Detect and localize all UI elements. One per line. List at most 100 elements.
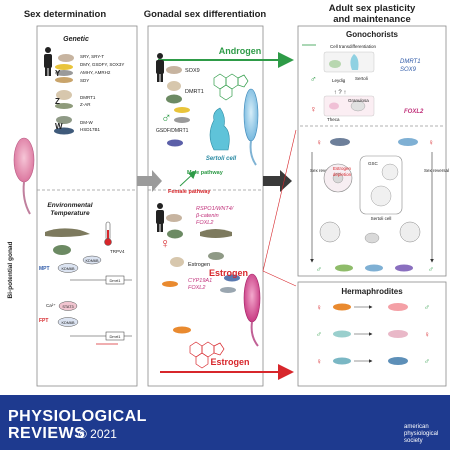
sr-female-symbol-left: ♀	[316, 138, 322, 147]
gono-male-symbol: ♂	[310, 74, 317, 84]
sox9-label: SOX9	[185, 68, 200, 74]
cyp19a1-label: CYP19A1	[188, 278, 212, 284]
testis-section-icon-1	[319, 221, 341, 243]
tuna-icon	[54, 127, 74, 135]
androgen-molecule-icon	[213, 73, 249, 101]
rspo1-line2: β-catenin	[195, 213, 219, 219]
stat3-label: STAT3	[62, 305, 73, 309]
svg-text:♂: ♂	[424, 357, 430, 366]
frog-icon	[56, 116, 72, 124]
estrogen-label: Estrogen	[209, 268, 248, 278]
svg-text:♂: ♂	[316, 330, 322, 339]
female-pathway-label: Female pathway	[168, 189, 211, 195]
clownfish-icon-1	[162, 281, 178, 287]
medaka-fish-icon	[55, 64, 73, 70]
transdiff-arrows: ↑ ? ↑	[334, 90, 347, 96]
frog-icon-female	[208, 252, 224, 260]
society-line3: society	[404, 438, 423, 444]
y-chromosome-label: Y	[55, 69, 61, 78]
estrogen-bottom-label: Estrogen	[210, 357, 249, 367]
y-gene-1: SRY, SRY-T	[80, 54, 104, 59]
sr-fish-3	[335, 264, 353, 272]
dmrt1-gene-box-2	[105, 331, 125, 341]
male-pathway-label: Male pathway	[187, 170, 224, 176]
sox9-right-label: SOX9	[400, 67, 417, 73]
turtle-icon	[53, 245, 71, 255]
env-title-1: Environmental	[47, 202, 92, 209]
estrogen-small-label: Estrogen	[188, 262, 210, 268]
human-icon-middle	[156, 53, 164, 82]
svg-text:♀: ♀	[316, 357, 322, 366]
svg-text:♀: ♀	[316, 303, 322, 312]
header-adult-plasticity-1: Adult sex plasticity	[329, 3, 416, 14]
turtle-icon-female	[167, 229, 183, 239]
estrogen-depletion-2: depletion	[333, 172, 352, 177]
sertoli-cell-right-label: Sertoli cell	[371, 216, 392, 221]
w-gene-2: HSD17B1	[80, 127, 101, 132]
chicken-icon	[56, 90, 72, 100]
genetic-title: Genetic	[63, 36, 89, 43]
fpt-label: FPT	[39, 318, 48, 324]
gsc-label: GSC	[368, 161, 379, 166]
human-icon	[44, 47, 52, 76]
society-line2: physiological	[404, 431, 439, 437]
gsdf-dmrt1-label: GSDF/DMRT1	[156, 128, 189, 134]
arrow-middle-to-right	[263, 170, 292, 192]
oocyte-icon	[332, 172, 344, 184]
svg-text:♀: ♀	[424, 330, 430, 339]
sr-fish-2	[398, 138, 418, 146]
mouse-icon-middle	[166, 66, 182, 74]
gono-female-symbol: ♀	[310, 104, 317, 114]
dmrt1-right-label: DMRT1	[400, 59, 421, 65]
chicken-icon-middle	[167, 81, 181, 91]
bipotential-duct	[22, 181, 31, 215]
header-gonadal-differentiation: Gonadal sex differentiation	[144, 9, 267, 20]
testis-icon	[243, 88, 259, 142]
tilapia-fish-icon	[55, 70, 73, 76]
dmrt1-gene-box-1	[105, 275, 125, 285]
fish-icon-female	[220, 287, 236, 293]
svg-text:♂: ♂	[424, 303, 430, 312]
sr-fish-4	[365, 264, 383, 272]
bipotential-label: Bi-potential gonad	[7, 241, 14, 298]
androgen-label: Androgen	[219, 46, 262, 56]
testis-section-icon-3	[364, 232, 380, 244]
sex-reversal-right-label: Sex reversal	[424, 168, 449, 173]
ovary-duct	[250, 321, 259, 347]
theca-cell-icon	[329, 102, 339, 110]
testis-section-icon-2	[399, 221, 421, 243]
sr-fish-1	[330, 138, 350, 146]
sr-female-symbol-right: ♀	[428, 138, 434, 147]
female-cell-box	[323, 95, 375, 117]
clownfish-icon-2	[173, 326, 191, 334]
z-gene-1: DMRT1	[80, 95, 96, 100]
theca-label: Theca	[327, 117, 340, 122]
calcium-label: Ca²⁺	[46, 303, 56, 308]
sr-male-symbol-right: ♂	[428, 265, 434, 274]
granulosa-label: Granulosa	[348, 98, 369, 103]
follicle-icon-2	[370, 185, 392, 207]
w-chromosome-label: W	[55, 122, 63, 131]
y-gene-3: AMHY, AMRH2	[80, 70, 111, 75]
ovary-icon	[243, 273, 261, 323]
dmrt1-label-2: Dmrt1	[110, 334, 122, 339]
journal-title-line1: PHYSIOLOGICAL	[8, 408, 147, 425]
foxl2-bottom-label: FOXL2	[188, 285, 205, 291]
sex-determination-panel	[36, 25, 138, 387]
hermaphrodite-rows: ♀ ♂ ♂ ♀ ♀ ♂	[316, 303, 430, 366]
sertoli-cell-icon	[209, 107, 230, 151]
gonochorists-title: Gonochorists	[346, 30, 399, 39]
y-gene-2: DMY, GSDFY, SOX3Y	[80, 62, 124, 67]
salmon-fish-icon	[55, 77, 73, 83]
z-gene-2: Z-AR	[80, 102, 91, 107]
mouse-icon	[58, 54, 74, 62]
kdm6b-protein-2	[82, 255, 102, 265]
header-sex-determination: Sex determination	[24, 9, 107, 20]
mpt-label: MPT	[39, 266, 50, 272]
medaka-icon-middle	[174, 107, 190, 113]
sertoli-cell-label: Sertoli cell	[206, 156, 237, 162]
human-icon-female	[156, 203, 164, 232]
female-symbol: ♀	[160, 235, 171, 251]
fish-icon-middle	[167, 139, 183, 147]
rspo1-line1: RSPO1/WNT4/	[196, 206, 234, 212]
